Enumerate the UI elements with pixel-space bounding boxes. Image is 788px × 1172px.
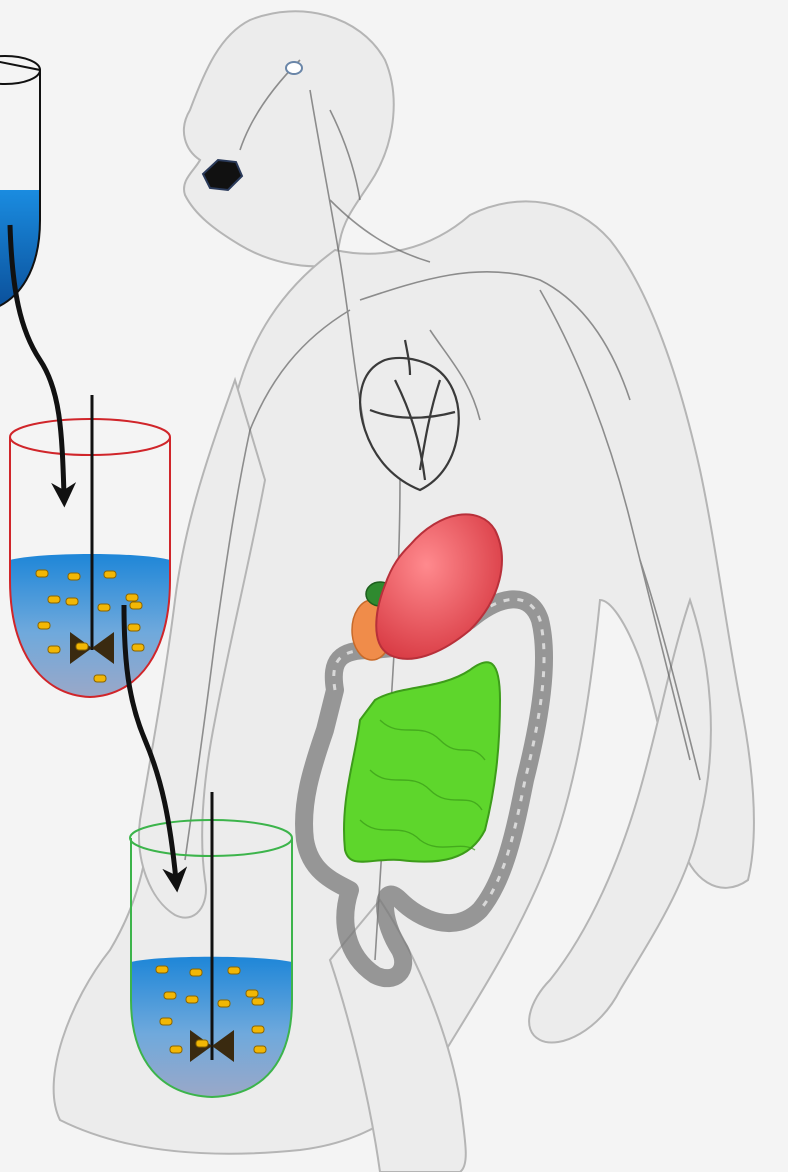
ear-marker	[286, 62, 302, 74]
